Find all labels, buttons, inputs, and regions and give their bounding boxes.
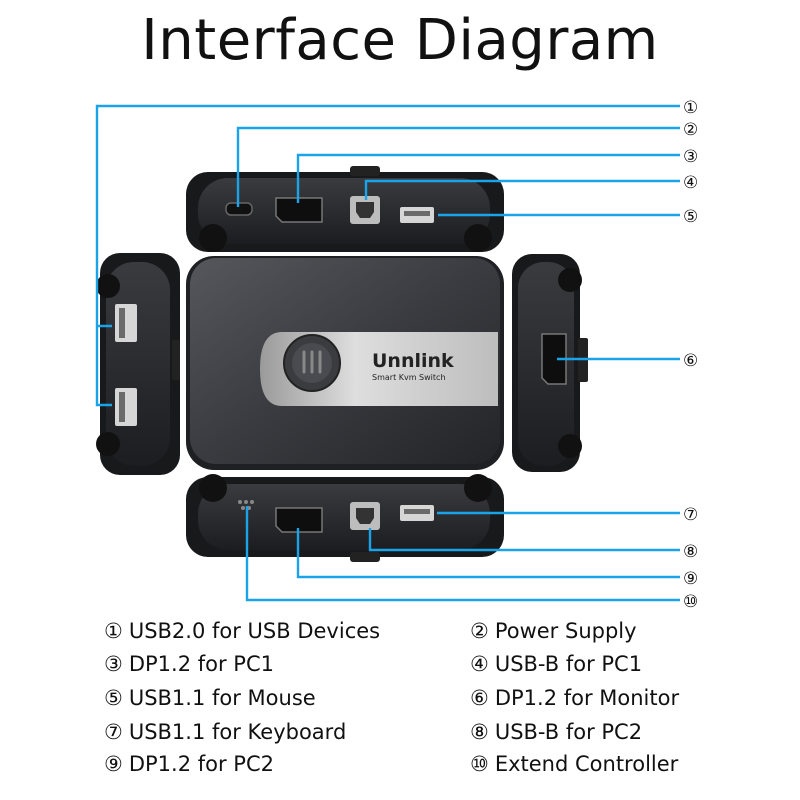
callout-2: ② <box>683 120 698 140</box>
callout-4: ④ <box>683 173 698 193</box>
switch-button <box>283 334 341 392</box>
legend-text: USB1.1 for Mouse <box>128 686 316 710</box>
legend-number: ⑦ <box>104 720 123 744</box>
legend-number: ④ <box>470 652 489 676</box>
leader-3 <box>296 153 680 203</box>
brand-name: Unnlink <box>372 350 454 372</box>
right-side-panel <box>512 254 588 472</box>
dp-port-pc1 <box>275 197 323 223</box>
usb-b-port-pc2 <box>350 502 380 530</box>
leader-10 <box>245 506 680 602</box>
leader-4 <box>364 179 680 200</box>
usb-a-port-top <box>115 304 137 342</box>
legend-text: DP1.2 for PC1 <box>128 652 274 676</box>
callout-3: ③ <box>683 147 698 167</box>
legend-number: ⑩ <box>470 752 489 776</box>
dp-port-monitor <box>541 333 567 385</box>
leader-1 <box>95 104 680 407</box>
legend-text: DP1.2 for PC2 <box>128 752 274 776</box>
callout-8: ⑧ <box>683 542 698 562</box>
leader-2 <box>236 126 680 207</box>
callout-5: ⑤ <box>683 207 698 227</box>
legend-number: ⑧ <box>470 720 489 744</box>
legend-number: ⑨ <box>104 752 123 776</box>
brand-tagline: Smart Kvm Switch <box>372 373 446 382</box>
callout-6: ⑥ <box>683 351 698 371</box>
callout-7: ⑦ <box>683 505 698 525</box>
legend-number: ⑥ <box>470 686 489 710</box>
legend-number: ③ <box>104 652 123 676</box>
left-side-panel <box>96 253 180 475</box>
usb-a-port-bottom <box>115 388 137 426</box>
legend-text: USB2.0 for USB Devices <box>128 619 381 643</box>
legend-text: Power Supply <box>494 619 637 643</box>
kvm-switch-body: Unnlink Smart Kvm Switch <box>186 256 504 470</box>
legend-number: ① <box>104 619 123 643</box>
legend-text: USB-B for PC1 <box>494 652 643 676</box>
callout-1: ① <box>683 98 698 118</box>
legend-text: USB1.1 for Keyboard <box>128 720 347 744</box>
legend-number: ⑤ <box>104 686 123 710</box>
top-side-panel <box>186 166 504 252</box>
dp-port-pc2 <box>275 507 323 533</box>
leader-lines <box>95 104 680 602</box>
bottom-side-panel <box>186 474 504 562</box>
callout-10: ⑩ <box>683 592 698 612</box>
page-title: Interface Diagram <box>141 8 659 73</box>
usb-b-port-pc1 <box>350 196 380 224</box>
callout-9: ⑨ <box>683 569 698 589</box>
leader-9 <box>296 528 680 579</box>
usb-a-port-mouse <box>400 207 434 223</box>
usb-a-port-keyboard <box>400 505 434 521</box>
legend-number: ② <box>470 619 489 643</box>
leader-8 <box>368 528 680 552</box>
legend-text: DP1.2 for Monitor <box>494 686 680 710</box>
legend-text: Extend Controller <box>494 752 679 776</box>
legend-text: USB-B for PC2 <box>494 720 643 744</box>
